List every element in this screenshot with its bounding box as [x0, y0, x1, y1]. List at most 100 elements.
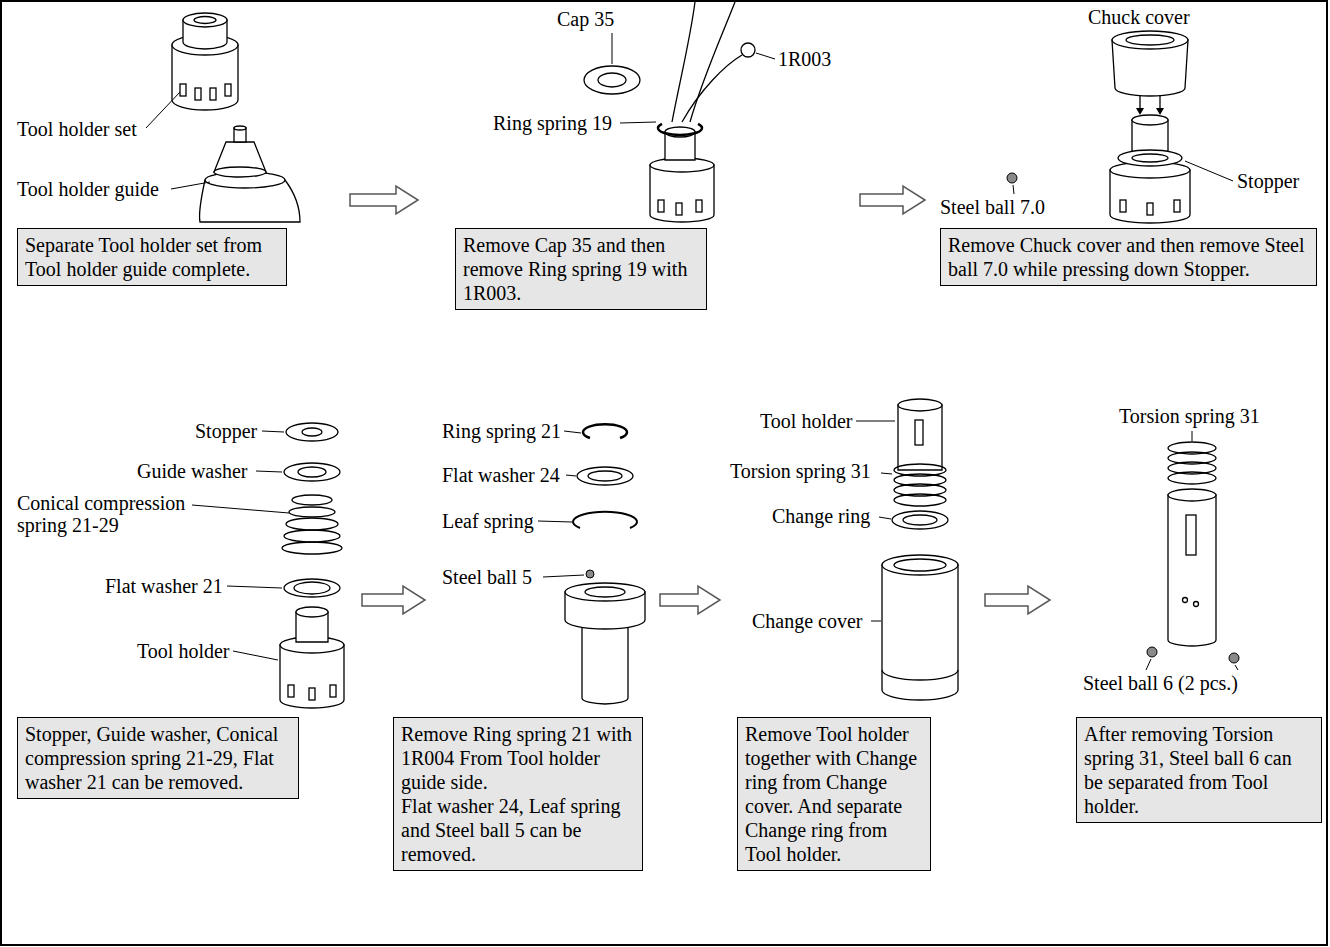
tool-holder-set-part — [210, 88, 216, 100]
leader-line — [564, 431, 581, 433]
caption-text: Separate Tool holder set from Tool holde… — [25, 233, 279, 281]
part-label: Cap 35 — [557, 8, 614, 30]
tool-holder-guide-part — [214, 167, 266, 177]
holder-and-cover-part — [915, 420, 923, 445]
holder-and-cover-part — [898, 405, 942, 470]
leader-line — [1013, 185, 1014, 194]
exploded-stack-part — [282, 542, 342, 554]
guide-parts-part — [585, 587, 625, 597]
tool-holder-set-part — [183, 13, 227, 27]
part-label: Change cover — [752, 610, 863, 632]
part-label: Guide washer — [137, 460, 248, 482]
caption-text: Stopper, Guide washer, Conical compressi… — [25, 722, 291, 794]
cap-and-pliers-part — [690, 2, 735, 122]
holder-and-balls-part — [1183, 598, 1188, 603]
step-arrow — [985, 586, 1050, 614]
leader-line — [1146, 659, 1151, 670]
part-label: Torsion spring 31 — [1119, 405, 1260, 427]
holder-and-balls-part — [1168, 495, 1216, 646]
leader-line — [192, 505, 289, 513]
holder-and-balls-part — [1194, 602, 1199, 607]
guide-parts-part — [586, 570, 594, 578]
leader-line — [1235, 665, 1238, 670]
tool-holder-guide — [200, 126, 300, 222]
caption-text: Remove Tool holder together with Change … — [745, 722, 923, 866]
leader-line — [612, 33, 613, 64]
holder-and-balls-part — [1186, 515, 1196, 555]
exploded-stack — [280, 423, 344, 708]
holder-and-balls — [1147, 442, 1239, 663]
leader-line — [881, 473, 892, 474]
chuck-assembly-part — [1126, 35, 1174, 45]
chuck-assembly-part — [1174, 200, 1180, 212]
cap-and-pliers-part — [598, 73, 626, 87]
chuck-assembly-part — [1120, 200, 1126, 212]
leader-line — [566, 475, 576, 476]
cap-and-pliers-part — [650, 165, 714, 222]
guide-parts — [565, 424, 645, 704]
chuck-assembly-part — [1132, 115, 1168, 125]
tool-holder-set — [172, 13, 238, 110]
step-caption: Remove Ring spring 21 with 1R004 From To… — [393, 717, 643, 871]
part-label: Steel ball 5 — [442, 566, 532, 588]
chuck-assembly-part — [1007, 173, 1017, 183]
chuck-assembly-part — [1156, 108, 1164, 115]
guide-parts-part — [565, 583, 645, 601]
tool-holder-set-part — [195, 88, 201, 100]
part-label: Tool holder — [760, 410, 852, 432]
part-label: Conical compression spring 21-29 — [17, 492, 207, 536]
part-label: Stopper — [1237, 170, 1299, 192]
caption-text: After removing Torsion spring 31, Steel … — [1084, 722, 1314, 818]
cap-and-pliers-part — [696, 200, 702, 212]
cap-and-pliers-part — [676, 203, 682, 215]
tool-holder-guide-part — [234, 126, 246, 130]
leader-line — [620, 122, 656, 123]
part-label: Tool holder guide — [17, 178, 159, 200]
holder-and-balls-part — [1229, 653, 1239, 663]
leader-line — [538, 521, 572, 522]
caption-text: Flat washer 24, Leaf spring and Steel ba… — [401, 794, 635, 866]
step-caption: Stopper, Guide washer, Conical compressi… — [17, 717, 299, 799]
part-label: Torsion spring 31 — [730, 460, 871, 482]
part-label: Leaf spring — [442, 510, 534, 532]
leader-line — [171, 182, 210, 189]
part-label: Flat washer 24 — [442, 464, 560, 486]
chuck-assembly-part — [1139, 96, 1140, 110]
chuck-assembly-part — [1118, 150, 1182, 166]
step-caption: Remove Chuck cover and then remove Steel… — [940, 228, 1317, 286]
leader-line — [227, 586, 282, 588]
cap-and-pliers-part — [672, 2, 695, 122]
step-caption: Separate Tool holder set from Tool holde… — [17, 228, 287, 286]
exploded-stack-part — [330, 685, 336, 697]
part-label: Tool holder set — [17, 118, 137, 140]
part-label: Stopper — [195, 420, 257, 442]
chuck-assembly — [1007, 31, 1190, 223]
exploded-stack-part — [289, 507, 335, 517]
part-label: Ring spring 19 — [493, 112, 612, 134]
step-caption: Remove Cap 35 and then remove Ring sprin… — [455, 228, 707, 310]
leader-line — [756, 53, 775, 59]
step-caption: Remove Tool holder together with Change … — [737, 717, 931, 871]
exploded-stack-part — [294, 582, 330, 594]
exploded-stack-part — [284, 463, 340, 481]
exploded-stack-part — [296, 607, 328, 617]
exploded-stack-part — [286, 518, 338, 530]
exploded-stack-part — [309, 688, 315, 700]
holder-and-cover-part — [903, 515, 937, 525]
part-label: Steel ball 7.0 — [940, 196, 1045, 218]
exploded-stack-part — [292, 495, 332, 505]
leader-line — [543, 575, 584, 577]
cap-and-pliers-part — [658, 200, 664, 212]
leader-line — [233, 651, 278, 660]
part-label: Chuck cover — [1088, 6, 1190, 28]
chuck-assembly-part — [1147, 203, 1153, 215]
exploded-stack-part — [298, 467, 326, 477]
exploded-stack-part — [284, 579, 340, 597]
guide-parts-part — [588, 471, 622, 481]
exploded-stack-part — [280, 645, 344, 708]
holder-and-cover-part — [882, 555, 958, 575]
leader-line — [262, 431, 284, 432]
exploded-stack-part — [286, 423, 338, 441]
holder-and-balls-part — [1168, 489, 1216, 501]
